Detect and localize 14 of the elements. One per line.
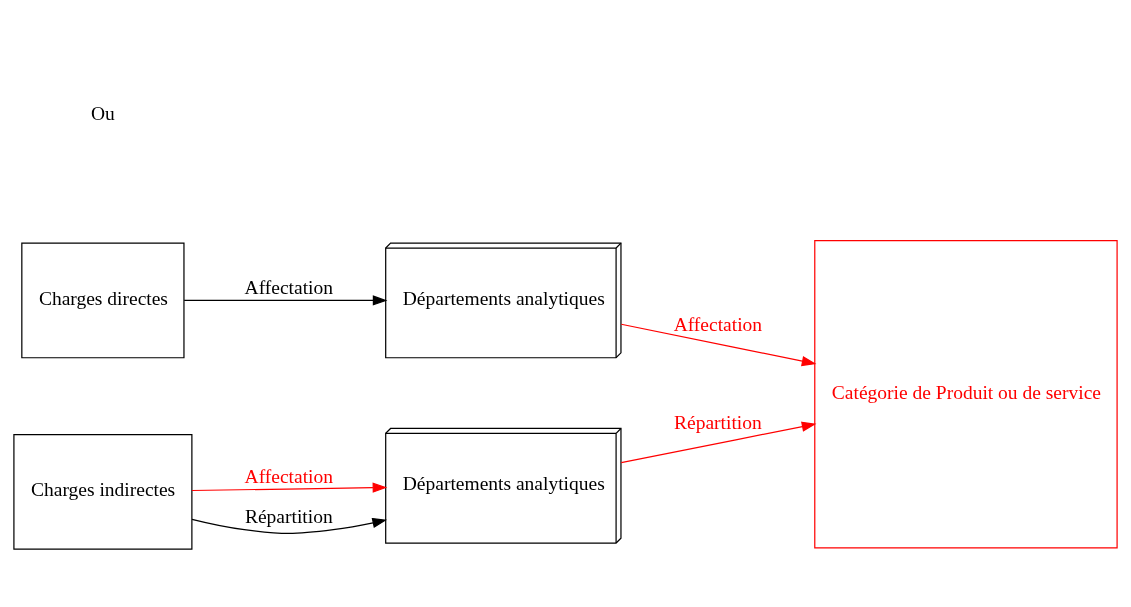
arrow xyxy=(191,482,388,493)
edge-label: Répartition xyxy=(244,506,333,528)
node-box: Catégorie de Produit ou de service xyxy=(814,240,1118,549)
arrow xyxy=(620,323,817,367)
edge-label: Affectation xyxy=(244,466,334,488)
label: Ou xyxy=(90,102,115,124)
node-box: Charges directes xyxy=(21,242,185,359)
arrow xyxy=(183,295,388,306)
edge-label: Affectation xyxy=(673,313,763,335)
node-box: Charges indirectes xyxy=(13,433,193,550)
edge-label: Affectation xyxy=(244,277,334,299)
arrow xyxy=(191,517,388,535)
edge-label: Répartition xyxy=(674,412,762,434)
arrow xyxy=(620,421,817,464)
